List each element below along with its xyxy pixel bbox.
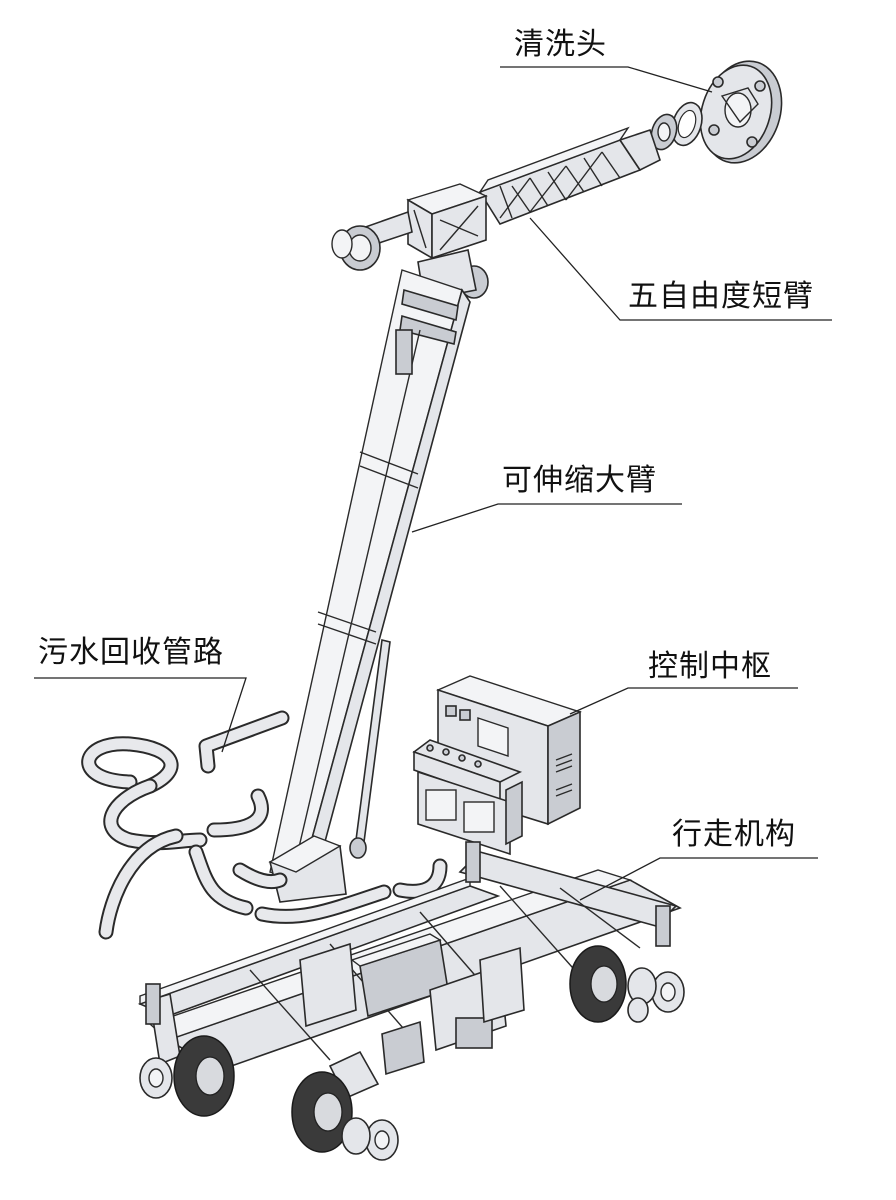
label-short-arm: 五自由度短臂 — [628, 279, 814, 314]
short-arm — [331, 126, 661, 301]
label-telescopic-arm: 可伸缩大臂 — [502, 463, 657, 498]
walking-mechanism — [137, 841, 685, 1161]
label-cleaning-head: 清洗头 — [514, 27, 607, 62]
label-control-center: 控制中枢 — [648, 649, 772, 684]
label-sewage-pipeline: 污水回收管路 — [38, 635, 224, 670]
sewage-pipeline — [81, 710, 448, 940]
control-center — [412, 675, 582, 856]
leader-lines — [34, 66, 832, 901]
telescopic-arm — [268, 269, 471, 903]
cleaning-head — [650, 60, 783, 164]
label-walking-mechanism: 行走机构 — [672, 817, 796, 852]
